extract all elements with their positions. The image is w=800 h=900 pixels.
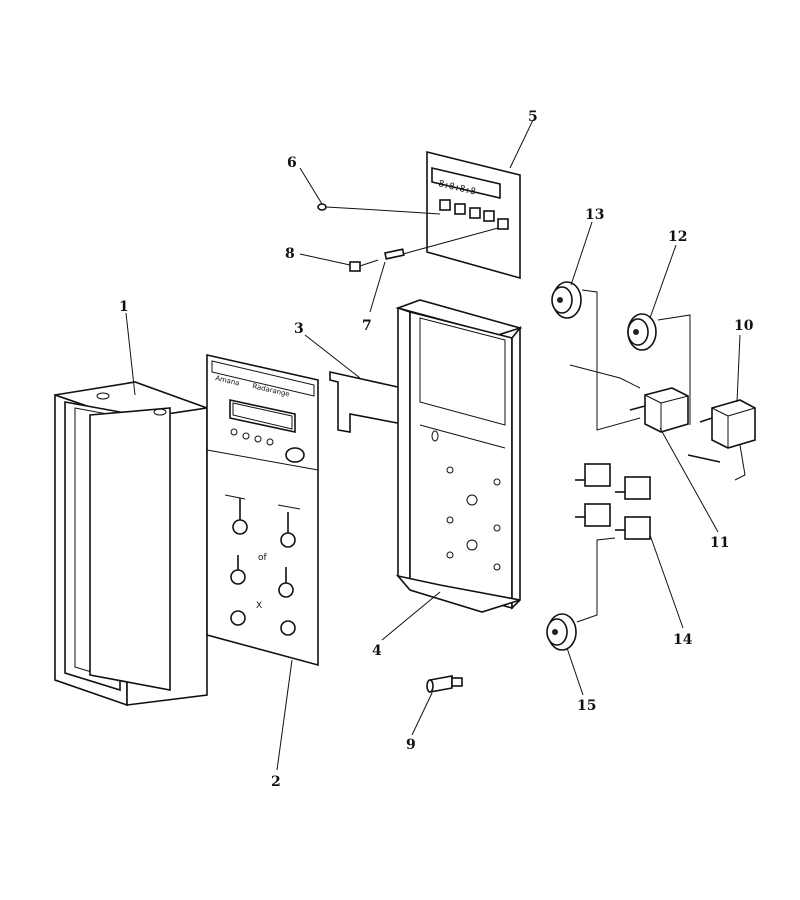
callout-11: 11	[710, 535, 729, 551]
part-2-control-panel: Amana Radarange of X	[206, 353, 319, 667]
part-5-display-board: 8:8:8:8	[426, 150, 521, 280]
part-8-nut	[349, 259, 379, 272]
callout-8: 8	[285, 246, 295, 262]
callout-14: 14	[673, 632, 693, 648]
callout-10: 10	[734, 318, 754, 334]
part-13-knob	[551, 281, 641, 431]
leader-lines	[125, 119, 741, 771]
callout-15: 15	[577, 698, 596, 714]
callout-1: 1	[119, 299, 129, 315]
svg-text:of: of	[258, 553, 268, 563]
part-12-knob	[627, 313, 691, 425]
callout-4: 4	[372, 643, 382, 659]
part-1-outer-frame	[54, 381, 208, 707]
part-10-relay	[699, 399, 756, 481]
callout-12: 12	[668, 229, 687, 245]
part-4-rear-bracket	[395, 299, 523, 613]
callout-5: 5	[528, 109, 538, 125]
svg-text:X: X	[256, 601, 262, 611]
callout-9: 9	[406, 737, 416, 753]
callout-13: 13	[585, 207, 604, 223]
part-15-knob	[546, 537, 616, 651]
callout-2: 2	[271, 774, 281, 790]
callout-3: 3	[294, 321, 304, 337]
part-9-plug	[426, 675, 463, 693]
callout-7: 7	[362, 318, 372, 334]
callout-labels: 1 2 3 4 5 6 7 8 9 10 11 12 13 14 15	[119, 109, 754, 790]
part-11-relay	[569, 364, 721, 463]
callout-6: 6	[287, 155, 297, 171]
part-6-screw	[317, 203, 441, 215]
part-7-standoff	[384, 227, 499, 260]
part-14-switches	[575, 463, 651, 540]
